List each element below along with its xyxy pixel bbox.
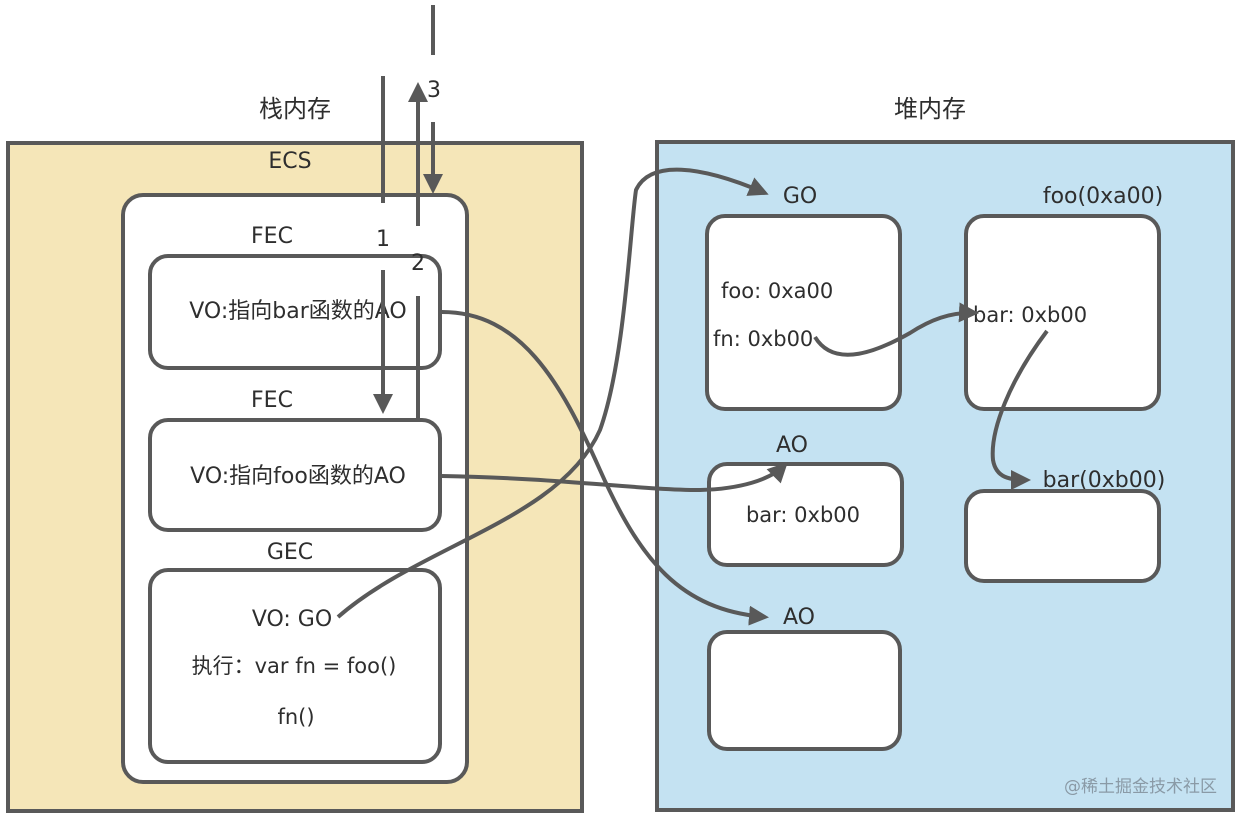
stack-title: 栈内存 — [259, 95, 331, 123]
foo-ao-label: AO — [776, 433, 808, 458]
fec-foo-frame — [148, 418, 442, 532]
go-fn-property: fn: 0xb00 — [713, 327, 813, 351]
heap-title: 堆内存 — [894, 95, 966, 123]
gec-vo-text: VO: GO — [252, 607, 332, 632]
fec-bar-to-ao-arrow — [441, 310, 769, 626]
foo-bar-to-bar-object-arrow — [990, 329, 1049, 490]
foo-bar-property: bar: 0xb00 — [973, 303, 1087, 327]
foo-ao-object — [707, 462, 904, 567]
step-marker-2: 2 — [411, 251, 425, 276]
go-object — [705, 214, 902, 411]
foo-ao-bar-property: bar: 0xb00 — [746, 503, 860, 527]
gec-frame — [148, 568, 442, 764]
fec-bar-label: FEC — [251, 224, 293, 249]
bar-function-object — [964, 489, 1161, 583]
bar-ao-object — [707, 630, 902, 751]
fec-foo-to-ao-arrow — [441, 462, 788, 493]
go-foo-property: foo: 0xa00 — [721, 279, 833, 303]
step-marker-3: 3 — [427, 78, 441, 103]
fec-bar-frame — [148, 254, 442, 370]
bar-ao-label: AO — [783, 605, 815, 630]
bar-object-label: bar(0xb00) — [1043, 468, 1166, 493]
watermark: @稀土掘金技术社区 — [1064, 777, 1217, 797]
gec-to-go-arrow — [336, 167, 769, 619]
go-label: GO — [783, 184, 817, 209]
foo-object-label: foo(0xa00) — [1043, 184, 1163, 209]
fec-foo-vo-text: VO:指向foo函数的AO — [190, 464, 406, 489]
step-marker-1: 1 — [376, 227, 390, 252]
ecs-label: ECS — [268, 149, 311, 174]
fn-to-foo-bar-arrow — [813, 302, 979, 357]
gec-exec-text: 执行：var fn = foo() — [192, 654, 397, 678]
fec-bar-vo-text: VO:指向bar函数的AO — [189, 299, 406, 324]
fec-foo-label: FEC — [251, 388, 293, 413]
gec-label: GEC — [267, 540, 313, 565]
gec-call-text: fn() — [277, 705, 314, 729]
